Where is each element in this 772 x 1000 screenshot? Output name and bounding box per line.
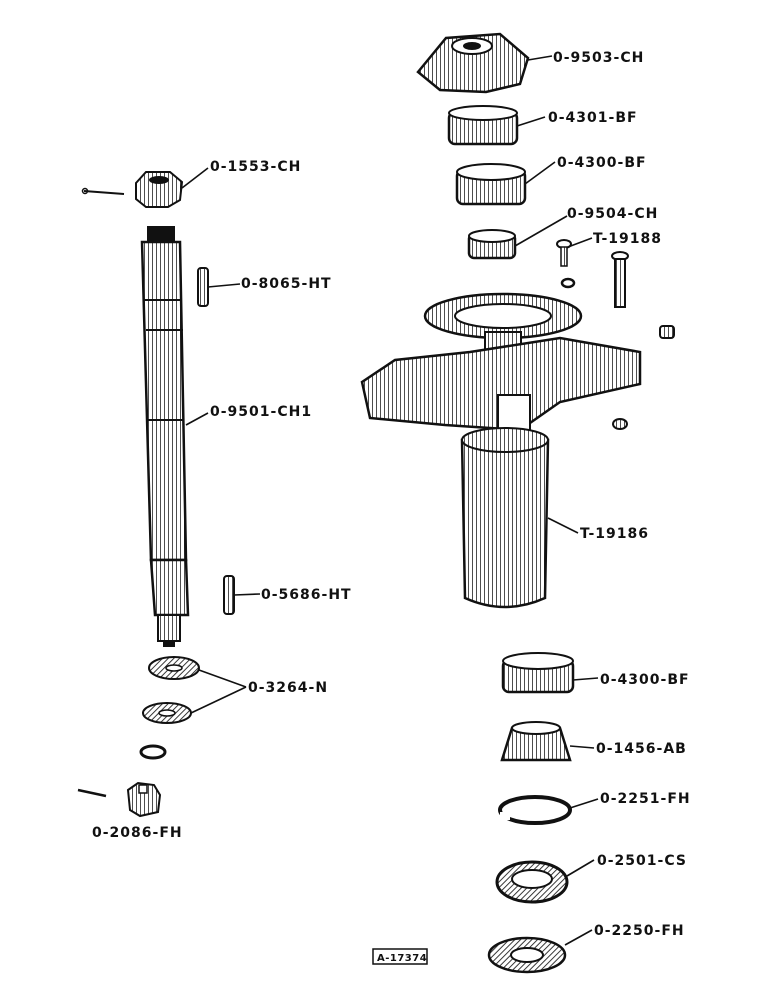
- housing: [360, 292, 642, 609]
- washer-upper: [148, 656, 200, 680]
- cotter-pin-bottom: [77, 788, 107, 798]
- label-bolt-pair: T-19188: [593, 231, 662, 247]
- label-woodruff-key-upper: 0-8065-HT: [241, 276, 332, 292]
- woodruff-key-upper: [197, 267, 209, 307]
- seal: [495, 860, 569, 904]
- label-washers: 0-3264-N: [248, 680, 328, 696]
- label-woodruff-key-lower: 0-5686-HT: [261, 587, 352, 603]
- bearing-cup-upper: [455, 163, 527, 206]
- long-bolt: [611, 251, 629, 308]
- bearing-cup-lower: [501, 652, 575, 694]
- woodruff-key-lower: [223, 575, 235, 615]
- bevel-gear: [416, 32, 530, 94]
- small-nut: [612, 418, 628, 430]
- label-bearing-cone-lower: 0-1456-AB: [596, 741, 687, 757]
- snap-ring: [498, 795, 572, 825]
- shaft: [140, 226, 190, 647]
- label-bearing-cone-upper: 0-4301-BF: [548, 110, 638, 126]
- figure-reference-text: A-17374: [377, 953, 427, 964]
- cotter-pin-top: [81, 187, 125, 195]
- label-housing: T-19186: [580, 526, 649, 542]
- label-spacer: 0-9504-CH: [567, 206, 658, 222]
- washer-lower: [142, 702, 192, 724]
- label-shaft: 0-9501-CH1: [210, 404, 312, 420]
- bearing-cone-lower: [500, 721, 572, 762]
- bearing-cone-upper: [447, 105, 519, 146]
- spacer: [467, 229, 517, 260]
- grease-fitting: [659, 325, 675, 339]
- label-bearing-cup-upper: 0-4300-BF: [557, 155, 647, 171]
- label-castle-nut-bottom: 0-2086-FH: [92, 825, 183, 841]
- label-snap-ring: 0-2251-FH: [600, 791, 691, 807]
- gasket: [487, 936, 567, 974]
- label-bearing-cup-lower: 0-4300-BF: [600, 672, 690, 688]
- figure-reference: A-17374: [372, 948, 428, 965]
- label-seal: 0-2501-CS: [597, 853, 687, 869]
- leader-lines: [181, 55, 599, 946]
- castle-nut-top: [135, 171, 184, 208]
- lock-washer: [139, 744, 167, 760]
- castle-nut-bottom: [126, 781, 162, 818]
- label-bevel-gear: 0-9503-CH: [553, 50, 644, 66]
- label-castle-nut-top: 0-1553-CH: [210, 159, 301, 175]
- small-bolt: [556, 239, 576, 289]
- label-gasket: 0-2250-FH: [594, 923, 685, 939]
